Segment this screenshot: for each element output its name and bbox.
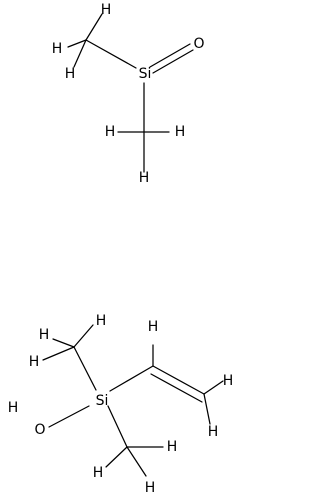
bond-c2-h9 (126, 446, 147, 477)
bond-c1-h3 (42, 346, 75, 361)
bond-si-o (48, 405, 90, 428)
hydrogen-atom-label: H (105, 124, 116, 140)
hydrogen-atom-label: H (167, 439, 178, 455)
hydrogen-atom-label: H (208, 424, 219, 440)
hydrogen-atom-label: H (93, 465, 104, 481)
bond-c2-h7 (105, 446, 128, 468)
hydrogen-atom-label: H (29, 354, 40, 370)
bond-c1-si (73, 346, 97, 391)
hydrogen-atom-label: H (65, 66, 76, 82)
molecule-dimethylvinylsilanol: H H H H Si H H H O H H H (8, 313, 234, 496)
silicon-atom-label: Si (139, 66, 152, 82)
hydrogen-atom-label: H (101, 2, 112, 18)
bond-c1-h1 (73, 324, 94, 348)
hydrogen-atom-label: H (8, 400, 19, 416)
bond-si-o-double-a (149, 43, 191, 68)
bond-c1-h3 (73, 39, 87, 68)
hydrogen-atom-label: H (52, 41, 63, 57)
bond-vinyl-double-a (152, 365, 205, 395)
chemical-structure-canvas: H H H Si O H H H H H H (7, 2, 234, 496)
bond-vinyl-c2-h5 (203, 380, 224, 395)
bond-vinyl-c2-h6 (203, 393, 211, 425)
oxygen-atom-label: O (193, 36, 204, 52)
bond-vinyl-double-b (150, 373, 203, 403)
silicon-atom-label: Si (96, 393, 109, 409)
hydrogen-atom-label: H (148, 319, 159, 335)
bond-c1-si (85, 39, 137, 69)
hydrogen-atom-label: H (139, 170, 150, 186)
bond-si-o-double-b (152, 49, 194, 74)
bond-c1-h2 (67, 39, 87, 48)
bond-c1-h1 (85, 13, 103, 41)
bond-c1-h2 (52, 338, 75, 348)
hydrogen-atom-label: H (39, 327, 50, 343)
bond-si-vinyl-c1 (109, 365, 154, 392)
chemical-structure-drawing: H H H Si O H H H H H H (8, 2, 234, 496)
hydrogen-atom-label: H (96, 313, 107, 329)
hydrogen-atom-label: H (223, 373, 234, 389)
bond-si-c2 (107, 405, 128, 448)
hydrogen-atom-label: H (145, 480, 156, 496)
hydrogen-atom-label: H (175, 124, 186, 140)
molecule-dimethylsilanone: H H H Si O H H H (52, 2, 205, 186)
oxygen-atom-label: O (34, 422, 45, 438)
